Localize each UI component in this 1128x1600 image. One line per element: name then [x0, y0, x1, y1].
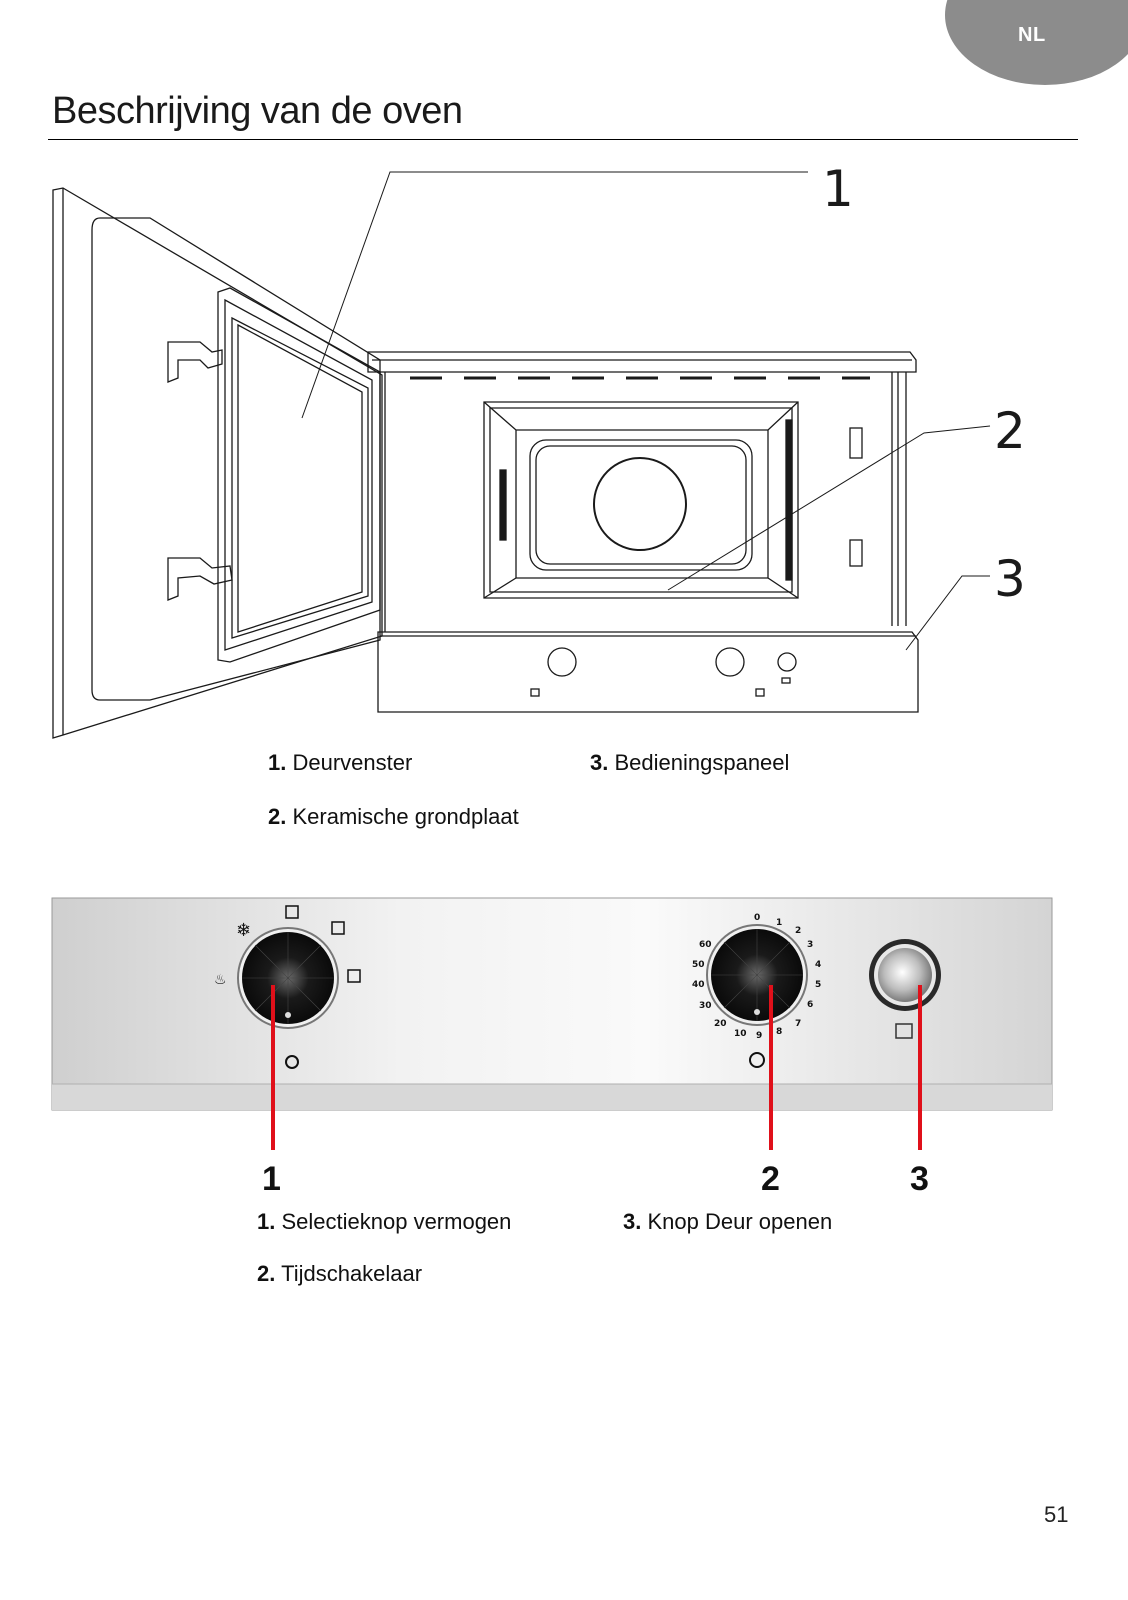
timer-mark-4: 4 [815, 960, 821, 970]
figure1-callout-1: 1 [822, 160, 854, 218]
timer-mark-0: 0 [754, 913, 760, 923]
figure2-callout-2: 2 [761, 1160, 780, 1198]
timer-mark-5: 5 [815, 980, 821, 990]
timer-mark-9: 9 [756, 1031, 762, 1041]
timer-mark-10: 10 [734, 1029, 747, 1039]
timer-mark-30: 30 [699, 1001, 712, 1011]
legend-item-control-panel: 3. Bedieningspaneel [590, 750, 790, 775]
timer-mark-3: 3 [807, 940, 813, 950]
timer-mark-50: 50 [692, 960, 705, 970]
page-number: 51 [1044, 1502, 1069, 1527]
legend-item-door-window: 1. Deurvenster [268, 750, 413, 775]
figure1-callout-3: 3 [994, 550, 1026, 608]
timer-mark-1: 1 [776, 918, 782, 928]
timer-mark-60: 60 [699, 940, 712, 950]
timer-mark-2: 2 [795, 926, 801, 936]
oven-diagram: 1 2 3 [52, 160, 1026, 739]
figure2-callout-1: 1 [262, 1160, 281, 1198]
svg-text:❄: ❄ [236, 920, 251, 941]
legend-item-timer: 2. Tijdschakelaar [257, 1261, 423, 1286]
legend-item-ceramic-plate: 2. Keramische grondplaat [268, 804, 519, 829]
language-label: NL [1018, 24, 1046, 46]
figure2-callout-3: 3 [910, 1160, 929, 1198]
timer-mark-6: 6 [807, 1000, 813, 1010]
timer-mark-8: 8 [776, 1027, 782, 1037]
timer-mark-7: 7 [795, 1019, 801, 1029]
page-title: Beschrijving van de oven [52, 90, 463, 132]
timer-mark-20: 20 [714, 1019, 727, 1029]
title-divider [48, 139, 1078, 140]
control-panel-figure: ❄ ♨ 0 1 2 3 4 5 6 7 8 9 10 20 30 40 50 6… [51, 897, 1053, 1150]
svg-text:♨: ♨ [214, 972, 227, 988]
legend-item-power-selector: 1. Selectieknop vermogen [257, 1209, 512, 1234]
legend-item-door-open-button: 3. Knop Deur openen [623, 1209, 833, 1234]
timer-mark-40: 40 [692, 980, 705, 990]
figure1-callout-2: 2 [994, 402, 1026, 460]
